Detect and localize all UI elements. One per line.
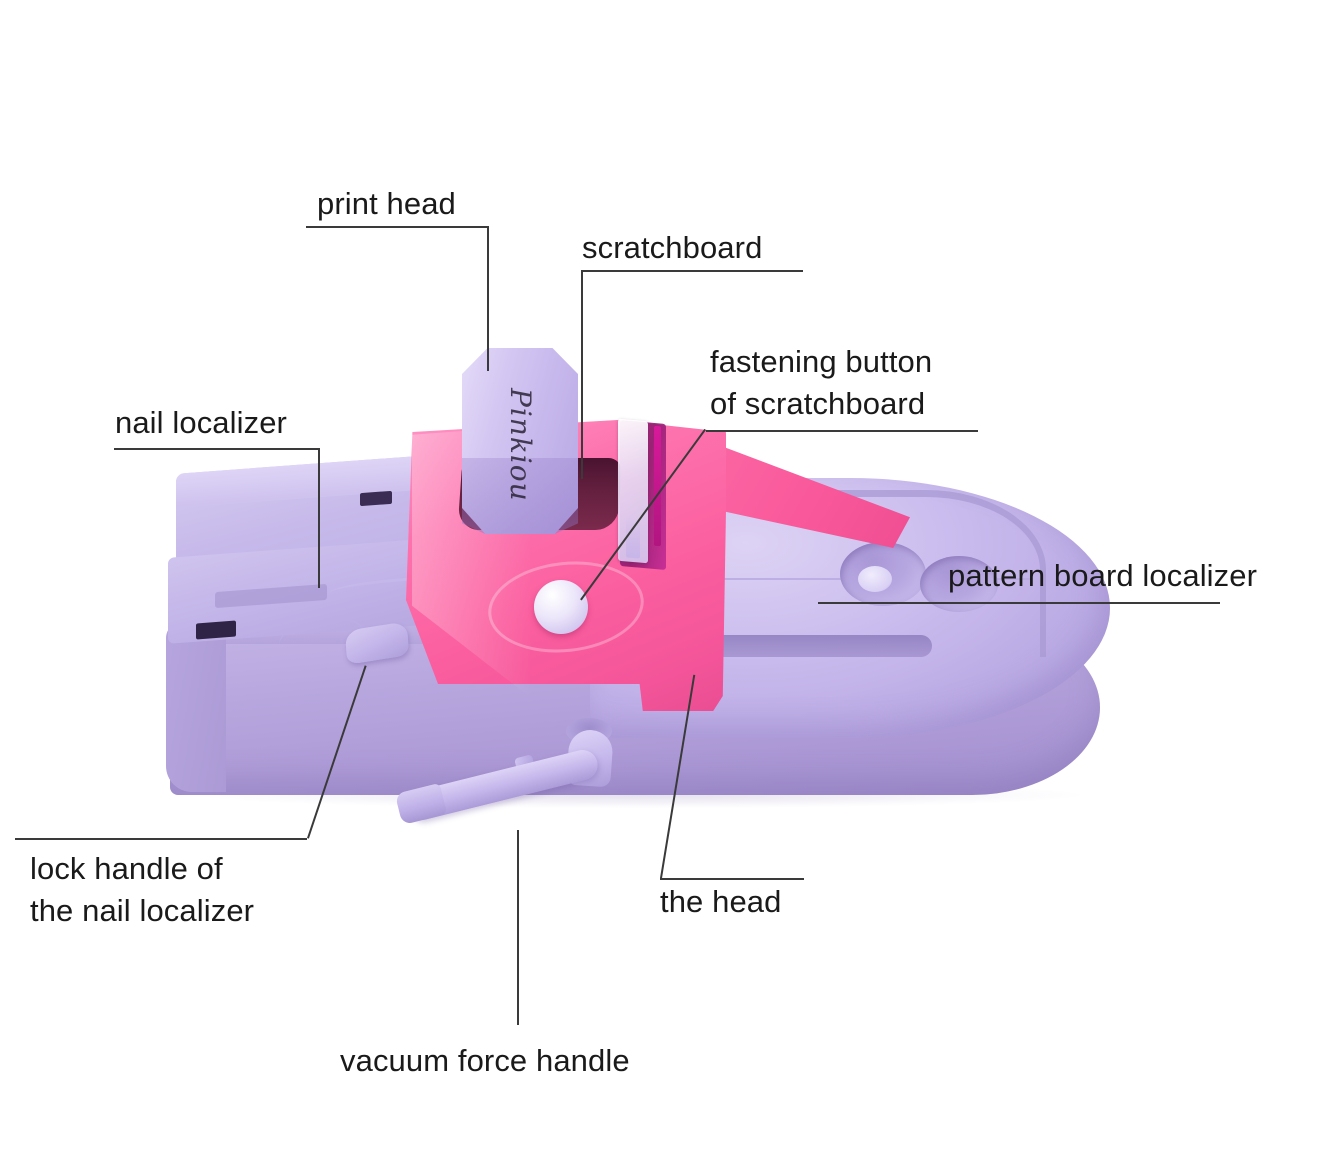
leader-line-print-head [487, 226, 489, 371]
leader-underline-the-head [660, 878, 804, 880]
device-base-left-edge [166, 622, 226, 792]
callout-label-lock-handle: lock handle of the nail localizer [30, 848, 254, 932]
callout-label-the-head: the head [660, 884, 782, 919]
callout-label-nail-localizer: nail localizer [115, 405, 287, 440]
nail-localizer-slot [360, 490, 392, 507]
callout-label-print-head: print head [317, 186, 456, 221]
scratchboard-slot-edge [654, 425, 661, 547]
callout-label-lock-handle-line2: the nail localizer [30, 893, 255, 928]
callout-label-vacuum-force-handle: vacuum force handle [340, 1043, 630, 1078]
leader-underline-print-head [306, 226, 488, 228]
leader-line-scratchboard [581, 270, 583, 479]
callout-label-fastening-button-line2: of scratchboard [710, 386, 926, 421]
leader-underline-pattern-board-localizer [818, 602, 1220, 604]
leader-underline-scratchboard [581, 270, 803, 272]
fastening-button-of-scratchboard[interactable] [534, 580, 588, 634]
pattern-board-localizer-highlight [858, 566, 892, 592]
callout-label-scratchboard: scratchboard [582, 230, 763, 265]
callout-label-fastening-button: fastening button of scratchboard [710, 341, 932, 425]
callout-label-fastening-button-line1: fastening button [710, 344, 933, 379]
callout-label-pattern-board-localizer: pattern board localizer [948, 558, 1258, 593]
leader-underline-lock-handle [15, 838, 307, 840]
callout-label-lock-handle-line1: lock handle of [30, 851, 223, 886]
print-head-cartridge-facet [462, 458, 578, 534]
brand-logo: Pinkiou [504, 388, 537, 502]
nail-localizer-lower-slot [196, 620, 236, 640]
print-head-cartridge[interactable] [462, 348, 578, 534]
leader-line-nail-localizer [318, 448, 320, 588]
leader-line-vacuum-force-handle [517, 830, 519, 1025]
pattern-board-deck-divider [612, 578, 1032, 580]
leader-underline-fastening-button [706, 430, 978, 432]
leader-underline-nail-localizer [114, 448, 319, 450]
